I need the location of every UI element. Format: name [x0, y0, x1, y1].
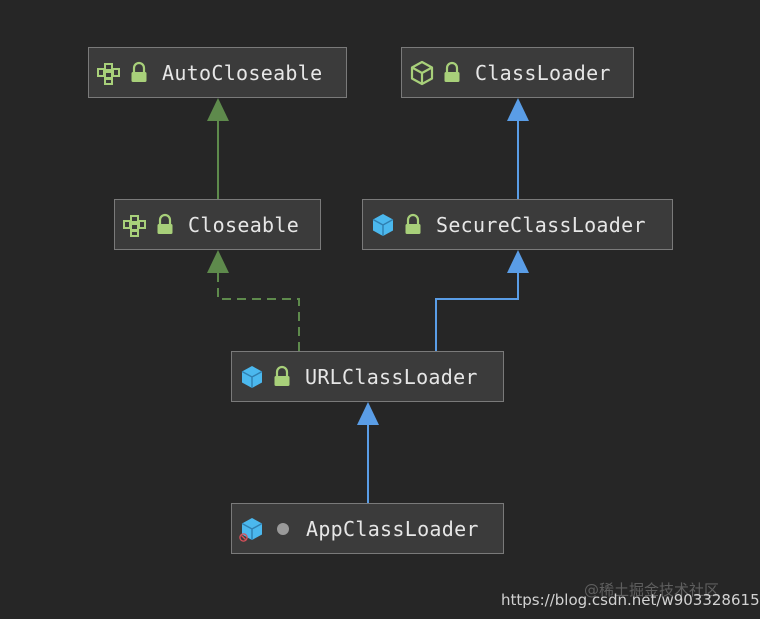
interface-icon — [123, 214, 146, 237]
arrowhead-secureclassloader — [507, 250, 529, 273]
watermark-url: https://blog.csdn.net/w903328615 — [501, 591, 760, 609]
node-label: AutoCloseable — [162, 60, 323, 85]
node-label: SecureClassLoader — [436, 212, 646, 237]
abstract-class-icon — [410, 60, 434, 85]
edge-urlclassloader-closeable — [217, 270, 300, 351]
lock-icon — [131, 61, 147, 82]
watermark-brand: @稀土掘金技术社区 — [584, 581, 720, 599]
node-label: AppClassLoader — [306, 516, 479, 541]
node-label: Closeable — [188, 212, 300, 237]
class-icon — [241, 365, 263, 388]
arrowhead-autocloseable — [207, 98, 229, 121]
arrowhead-closeable — [207, 250, 229, 273]
node-classloader[interactable]: ClassLoader — [401, 47, 634, 98]
node-appclassloader[interactable]: AppClassLoader — [231, 503, 504, 554]
arrowhead-classloader — [507, 98, 529, 121]
node-urlclassloader[interactable]: URLClassLoader — [231, 351, 504, 402]
node-autocloseable[interactable]: AutoCloseable — [88, 47, 347, 98]
edge-urlclassloader-secureclassloader — [435, 270, 519, 351]
class-icon — [372, 213, 394, 236]
node-secureclassloader[interactable]: SecureClassLoader — [362, 199, 673, 250]
node-label: URLClassLoader — [305, 364, 478, 389]
lock-icon — [157, 213, 173, 234]
lock-icon — [444, 61, 460, 82]
class-icon — [239, 517, 263, 542]
lock-icon — [274, 365, 290, 386]
lock-icon — [405, 213, 421, 234]
interface-icon — [97, 62, 120, 85]
node-label: ClassLoader — [475, 60, 611, 85]
arrowhead-urlclassloader — [357, 402, 379, 425]
package-private-dot-icon — [277, 522, 289, 535]
node-closeable[interactable]: Closeable — [114, 199, 321, 250]
